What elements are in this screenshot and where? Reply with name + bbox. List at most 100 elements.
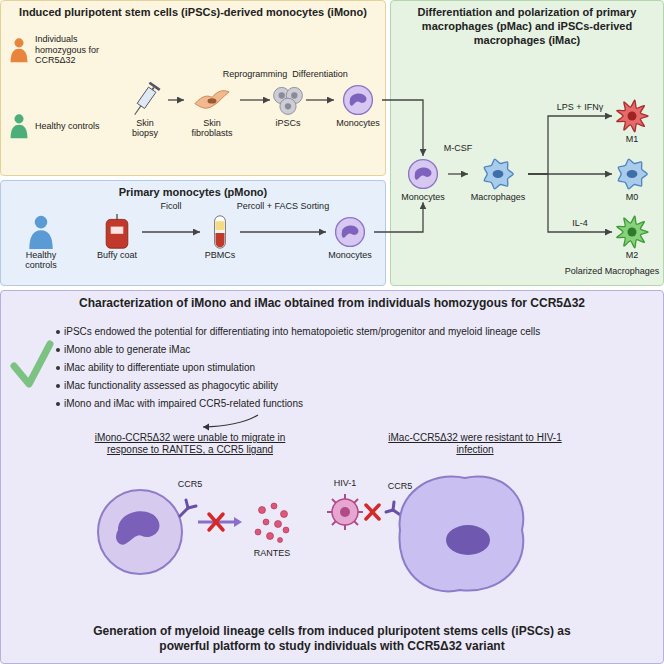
hiv-virus — [358, 511, 363, 513]
receptor-label: CCR5 — [378, 481, 422, 492]
check-mark — [14, 344, 50, 384]
step-item: M2 — [612, 214, 652, 260]
virus-label: HIV-1 — [323, 478, 367, 489]
bullet-text: iMac functionality assessed as phagocyti… — [64, 380, 654, 392]
panel-title: Induced pluripotent stem cells (iPSCs)-d… — [1, 1, 385, 20]
ccr5-receptor — [180, 508, 188, 516]
flow-arrow — [142, 231, 200, 232]
monocyte-icon — [340, 82, 376, 118]
step-item: Macrophages — [468, 156, 528, 202]
monocyte-icon — [336, 218, 365, 247]
bullet-text: iMac ability to differentiate upon stimu… — [64, 362, 654, 374]
monocyte-icon — [409, 160, 438, 189]
m1-macrophage-icon — [617, 100, 648, 132]
rantes-dots — [259, 507, 266, 514]
hiv-virus — [354, 499, 358, 503]
person-icon — [23, 214, 59, 250]
block-cross — [209, 514, 223, 530]
rantes-dots — [283, 527, 289, 533]
monocyte-cell — [98, 490, 182, 574]
person-icon — [14, 114, 23, 123]
macrophage-icon — [484, 159, 513, 189]
person-icon — [29, 230, 52, 249]
bullet-dot — [56, 366, 60, 370]
block-cross — [209, 514, 223, 530]
flow-arrow — [240, 99, 270, 100]
panel: Characterization of iMono and iMac obtai… — [0, 290, 664, 664]
panel-title: Characterization of iMono and iMac obtai… — [1, 291, 663, 311]
migration-arrow — [198, 521, 236, 524]
syringe-icon — [130, 82, 161, 118]
step-item: Healthy controls — [10, 214, 72, 271]
tube-icon — [216, 230, 225, 233]
step-label: Healthy controls — [10, 250, 72, 271]
bullet-dot — [56, 330, 60, 406]
m2-macrophage-icon — [614, 214, 650, 250]
fibroblast-icon — [194, 82, 230, 118]
monocyte-icon — [409, 160, 438, 189]
m2-macrophage-icon — [617, 216, 648, 248]
hiv-virus — [327, 494, 363, 530]
syringe-icon — [135, 106, 141, 115]
edge-label: LPS + IFNγ — [555, 103, 605, 113]
step-item: Individuals homozygous for CCR5Δ32 — [6, 32, 118, 68]
rantes-dots — [271, 503, 277, 509]
finding-text: iMac-CCR5Δ32 were resistant to HIV-1 inf… — [370, 432, 580, 456]
edge-label: IL-4 — [570, 219, 590, 229]
person-icon — [11, 49, 28, 63]
curved-arrow — [203, 424, 209, 431]
ccr5-receptor — [186, 500, 188, 508]
bullet-text: iMono and iMac with impaired CCR5-relate… — [64, 398, 654, 410]
curved-arrow — [203, 415, 258, 427]
m2-macrophage-icon — [628, 228, 637, 237]
bullet-text: iPSCs endowed the potential for differen… — [64, 326, 654, 338]
person-icon — [14, 38, 23, 47]
macrophage-icon — [614, 156, 650, 192]
fibroblast-icon — [208, 98, 217, 103]
step-item: Healthy controls — [6, 108, 118, 144]
monocyte-icon — [344, 86, 373, 115]
m1-macrophage-icon — [617, 100, 648, 132]
ipsc-icon — [285, 103, 291, 109]
bullet-dot — [56, 402, 60, 406]
step-label: Monocytes — [328, 250, 372, 260]
step-label: Monocytes — [336, 118, 380, 128]
migration-arrow — [234, 517, 242, 527]
bullet-text: iMono able to generate iMac — [64, 344, 654, 356]
step-label: Healthy controls — [35, 121, 118, 131]
blood-bag-icon — [106, 214, 128, 248]
flow-arrow — [374, 202, 423, 232]
hiv-virus — [327, 494, 363, 530]
bullet-dot — [56, 384, 60, 388]
hiv-virus — [344, 494, 346, 499]
step-label: Monocytes — [401, 192, 445, 202]
rantes-dots — [278, 538, 283, 543]
bullet-dot — [56, 330, 60, 334]
step-item: Skin biopsy — [122, 82, 168, 139]
step-item: Monocytes — [334, 82, 382, 128]
syringe-icon — [137, 87, 156, 108]
ipsc-icon — [274, 87, 303, 114]
edge-label: Differentiation — [290, 70, 349, 80]
hiv-virus — [354, 521, 358, 525]
fibroblast-icon — [195, 91, 229, 109]
block-cross — [209, 514, 223, 530]
m1-macrophage-icon — [614, 98, 650, 134]
monocyte-icon — [405, 156, 441, 192]
macrophage-icon — [618, 159, 647, 189]
ccr5-receptor — [386, 510, 393, 512]
panel: Induced pluripotent stem cells (iPSCs)-d… — [0, 0, 386, 176]
rantes-dots — [267, 533, 274, 540]
hiv-virus — [332, 499, 336, 503]
fibroblast-icon — [195, 91, 229, 109]
monocyte-icon — [332, 214, 368, 250]
ipsc-icon — [270, 82, 306, 118]
step-item: iPSCs — [270, 82, 306, 128]
ccr5-receptor — [393, 510, 402, 516]
rantes-dots — [255, 529, 261, 535]
ccr5-receptor — [393, 502, 394, 510]
block-cross — [366, 505, 379, 519]
flow-arrow — [306, 99, 334, 100]
